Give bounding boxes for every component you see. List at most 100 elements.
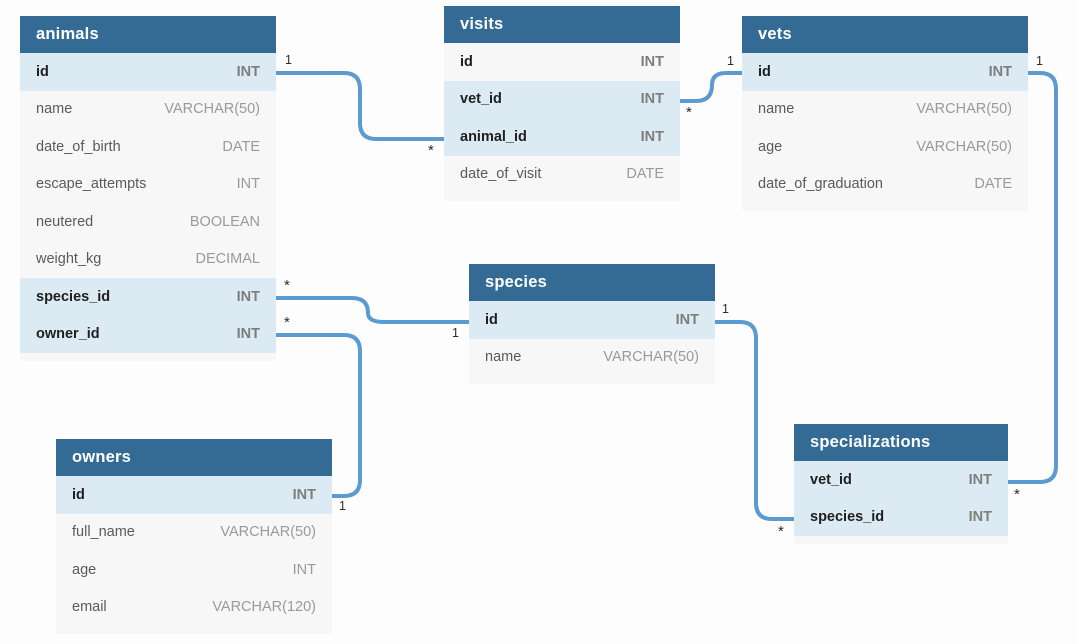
attribute-type: INT xyxy=(988,63,1012,80)
attribute-name: date_of_birth xyxy=(36,138,121,155)
attribute-type: INT xyxy=(236,288,260,305)
entity-footer-strip xyxy=(56,626,332,634)
entity-title-owners: owners xyxy=(56,439,332,476)
attribute-type: INT xyxy=(292,486,316,503)
attribute-type: INT xyxy=(236,63,260,80)
attribute-type: VARCHAR(50) xyxy=(916,101,1012,118)
attribute-type: DATE xyxy=(222,138,260,155)
entity-title-animals: animals xyxy=(20,16,276,53)
attribute-name: name xyxy=(36,101,73,118)
relationship-edge-visits-vets xyxy=(680,71,742,103)
attribute-name: owner_id xyxy=(36,326,100,343)
attribute-name: name xyxy=(758,101,795,118)
attribute-row[interactable]: name VARCHAR(50) xyxy=(742,90,1028,128)
entity-title-specializations: specializations xyxy=(794,424,1008,461)
attribute-name: age xyxy=(72,561,97,578)
attribute-row[interactable]: vet_id INT xyxy=(444,80,680,118)
attribute-row[interactable]: id INT xyxy=(469,301,715,339)
attribute-name: date_of_graduation xyxy=(758,176,883,193)
entity-footer-strip xyxy=(742,203,1028,211)
attribute-name: id xyxy=(36,63,49,80)
relationship-edge-animals-visits xyxy=(276,71,444,141)
cardinality-label-visits-vets-from: * xyxy=(686,104,692,121)
attribute-row[interactable]: name VARCHAR(50) xyxy=(20,90,276,128)
attribute-type: INT xyxy=(292,561,316,578)
cardinality-label-species-specializations-to: * xyxy=(778,523,784,540)
attribute-row[interactable]: date_of_graduation DATE xyxy=(742,165,1028,203)
attribute-name: animal_id xyxy=(460,128,527,145)
cardinality-label-vets-specializations-to: * xyxy=(1014,486,1020,503)
attribute-row[interactable]: date_of_visit DATE xyxy=(444,155,680,193)
attribute-name: id xyxy=(485,311,498,328)
cardinality-label-animals-owners-to: 1 xyxy=(339,499,346,513)
entity-title-vets: vets xyxy=(742,16,1028,53)
attribute-type: INT xyxy=(640,91,664,108)
attribute-row[interactable]: weight_kg DECIMAL xyxy=(20,240,276,278)
attribute-row[interactable]: neutered BOOLEAN xyxy=(20,203,276,241)
attribute-row[interactable]: date_of_birth DATE xyxy=(20,128,276,166)
entity-table-species[interactable]: species id INT name VARCHAR(50) xyxy=(469,264,715,384)
attribute-name: date_of_visit xyxy=(460,166,542,183)
entity-title-species: species xyxy=(469,264,715,301)
attribute-type: BOOLEAN xyxy=(189,213,260,230)
entity-footer-strip xyxy=(444,193,680,201)
attribute-name: id xyxy=(460,53,473,70)
attribute-row[interactable]: id INT xyxy=(20,53,276,91)
attribute-type: VARCHAR(50) xyxy=(603,349,699,366)
attribute-type: VARCHAR(50) xyxy=(164,101,260,118)
attribute-type: INT xyxy=(640,128,664,145)
attribute-row[interactable]: email VARCHAR(120) xyxy=(56,588,332,626)
attribute-type: DECIMAL xyxy=(195,251,260,268)
attribute-name: vet_id xyxy=(810,471,852,488)
attribute-name: vet_id xyxy=(460,91,502,108)
entity-footer-strip xyxy=(20,353,276,361)
attribute-type: INT xyxy=(968,509,992,526)
cardinality-label-animals-owners-from: * xyxy=(284,314,290,331)
attribute-name: neutered xyxy=(36,213,94,230)
cardinality-label-visits-vets-to: 1 xyxy=(727,54,734,68)
attribute-type: DATE xyxy=(974,176,1012,193)
cardinality-label-species-specializations-from: 1 xyxy=(722,302,729,316)
entity-footer-strip xyxy=(794,536,1008,544)
attribute-row[interactable]: name VARCHAR(50) xyxy=(469,338,715,376)
attribute-name: email xyxy=(72,599,107,616)
attribute-name: name xyxy=(485,349,522,366)
attribute-row[interactable]: animal_id INT xyxy=(444,118,680,156)
attribute-name: age xyxy=(758,138,783,155)
attribute-type: DATE xyxy=(626,166,664,183)
cardinality-label-animals-visits-to: * xyxy=(428,142,434,159)
attribute-type: INT xyxy=(236,176,260,193)
attribute-row[interactable]: escape_attempts INT xyxy=(20,165,276,203)
attribute-name: weight_kg xyxy=(36,251,102,268)
attribute-row[interactable]: species_id INT xyxy=(20,278,276,316)
attribute-row[interactable]: species_id INT xyxy=(794,498,1008,536)
attribute-row[interactable]: id INT xyxy=(742,53,1028,91)
attribute-name: id xyxy=(758,63,771,80)
cardinality-label-animals-species-from: * xyxy=(284,277,290,294)
attribute-name: escape_attempts xyxy=(36,176,147,193)
attribute-name: species_id xyxy=(36,288,111,305)
attribute-row[interactable]: vet_id INT xyxy=(794,461,1008,499)
attribute-type: INT xyxy=(675,311,699,328)
attribute-type: VARCHAR(120) xyxy=(212,599,316,616)
attribute-name: full_name xyxy=(72,524,135,541)
attribute-row[interactable]: age INT xyxy=(56,551,332,589)
attribute-type: INT xyxy=(968,471,992,488)
cardinality-label-animals-visits-from: 1 xyxy=(285,53,292,67)
relationship-edge-species-specializations xyxy=(715,320,794,521)
attribute-row[interactable]: owner_id INT xyxy=(20,315,276,353)
cardinality-label-animals-species-to: 1 xyxy=(452,326,459,340)
attribute-type: INT xyxy=(236,326,260,343)
attribute-name: species_id xyxy=(810,509,885,526)
entity-footer-strip xyxy=(469,376,715,384)
